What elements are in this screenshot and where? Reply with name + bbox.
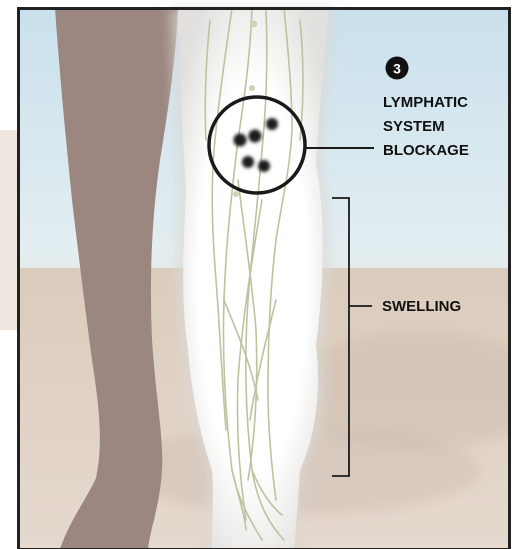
blockage-label-line-2: SYSTEM <box>383 118 445 135</box>
step-number-badge: 3 <box>386 57 409 80</box>
blockage-label-line-1: LYMPHATIC <box>383 94 468 111</box>
step-number: 3 <box>393 61 401 77</box>
swelling-label: SWELLING <box>382 298 461 315</box>
blockage-label-line-3: BLOCKAGE <box>383 142 469 159</box>
